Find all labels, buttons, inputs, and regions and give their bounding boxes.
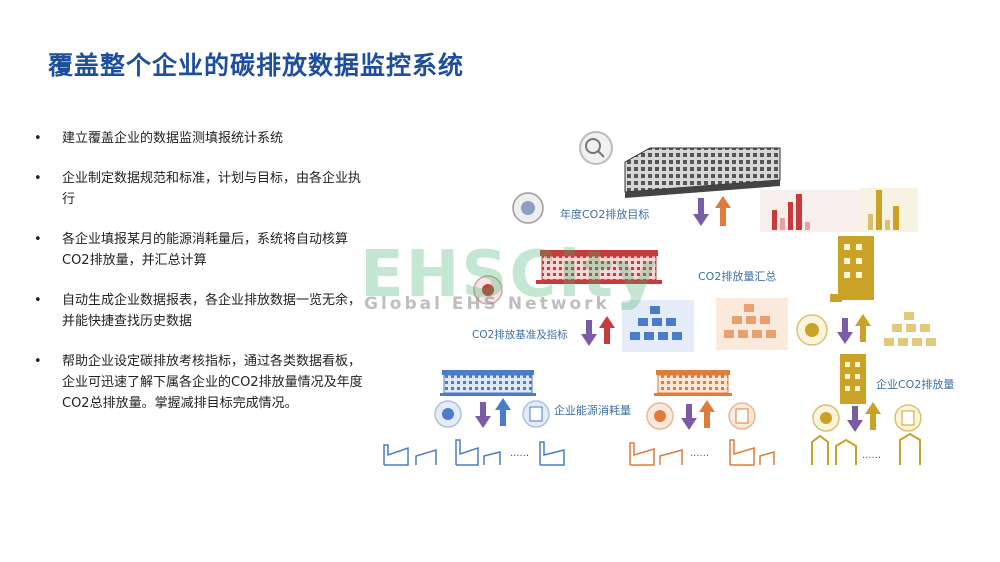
document-icon [894,404,922,432]
sync-icon [796,314,828,346]
bullet-item: • 帮助企业设定碳排放考核指标，通过各类数据看板，企业可迅速了解下属各企业的CO2… [34,351,364,414]
ellipsis-label: ...... [510,448,529,459]
gold-building-icon [840,354,866,404]
sync-icon [812,404,840,432]
orange-arrows-icon [681,400,715,430]
document-icon [522,400,550,428]
sync-icon [512,192,544,224]
enterprise-co2-label: 企业CO2排放量 [876,377,954,391]
document-icon [728,402,756,430]
bullet-dot: • [34,232,42,247]
chart-thumbnail-icon [760,188,918,232]
blue-arrows-icon [475,398,511,428]
bullet-text: 帮助企业设定碳排放考核指标，通过各类数据看板，企业可迅速了解下属各企业的CO2排… [62,354,363,411]
bullet-item: • 企业制定数据规范和标准，计划与目标，由各企业执行 [34,168,364,210]
orange-factory-row-icon [629,439,775,466]
ellipsis-label: ...... [690,448,709,459]
bullet-dot: • [34,354,42,369]
bullet-list: • 建立覆盖企业的数据监测填报统计系统 • 企业制定数据规范和标准，计划与目标，由各… [34,128,364,433]
monitor-magnifier-icon [579,131,613,165]
blue-factory-row-icon [383,439,565,466]
energy-label: 企业能源消耗量 [554,403,631,417]
page-title: 覆盖整个企业的碳排放数据监控系统 [48,51,465,80]
gold-arrows-icon [847,402,881,432]
bullet-item: • 建立覆盖企业的数据监测填报统计系统 [34,128,364,149]
bullet-item: • 自动生成企业数据报表，各企业排放数据一览无余，并能快捷查找历史数据 [34,290,364,332]
red-plant-icon [536,250,662,284]
blue-report-stack-icon [622,300,694,352]
headquarters-building-icon [624,147,781,198]
bullet-text: 自动生成企业数据报表，各企业排放数据一览无余，并能快捷查找历史数据 [62,293,362,329]
orange-report-stack-icon [716,298,788,350]
bullet-dot: • [34,171,42,186]
summary-label: CO2排放量汇总 [698,269,776,283]
blue-plant-icon [440,370,536,396]
gold-report-stack-icon [884,312,936,346]
baseline-arrows-icon [581,316,615,346]
annual-target-label: 年度CO2排放目标 [560,207,649,221]
gold-arrows-icon [837,314,871,344]
orange-plant-icon [654,370,732,396]
bullet-dot: • [34,131,42,146]
bullet-text: 各企业填报某月的能源消耗量后，系统将自动核算CO2排放量，并汇总计算 [62,232,349,268]
bullet-text: 企业制定数据规范和标准，计划与目标，由各企业执行 [62,171,362,207]
baseline-label: CO2排放基准及指标 [472,328,568,341]
sync-icon [473,275,503,305]
sync-icon [646,402,674,430]
ellipsis-label: ...... [862,450,881,461]
target-arrows-icon [693,196,731,226]
carbon-system-diagram: 年度CO2排放目标 CO2排放量汇总 [383,131,954,466]
sync-icon [434,400,462,428]
bullet-dot: • [34,293,42,308]
bullet-text: 建立覆盖企业的数据监测填报统计系统 [62,131,284,146]
bullet-item: • 各企业填报某月的能源消耗量后，系统将自动核算CO2排放量，并汇总计算 [34,229,364,271]
gold-factory-row-icon [811,432,921,465]
gold-building-icon [830,236,874,302]
